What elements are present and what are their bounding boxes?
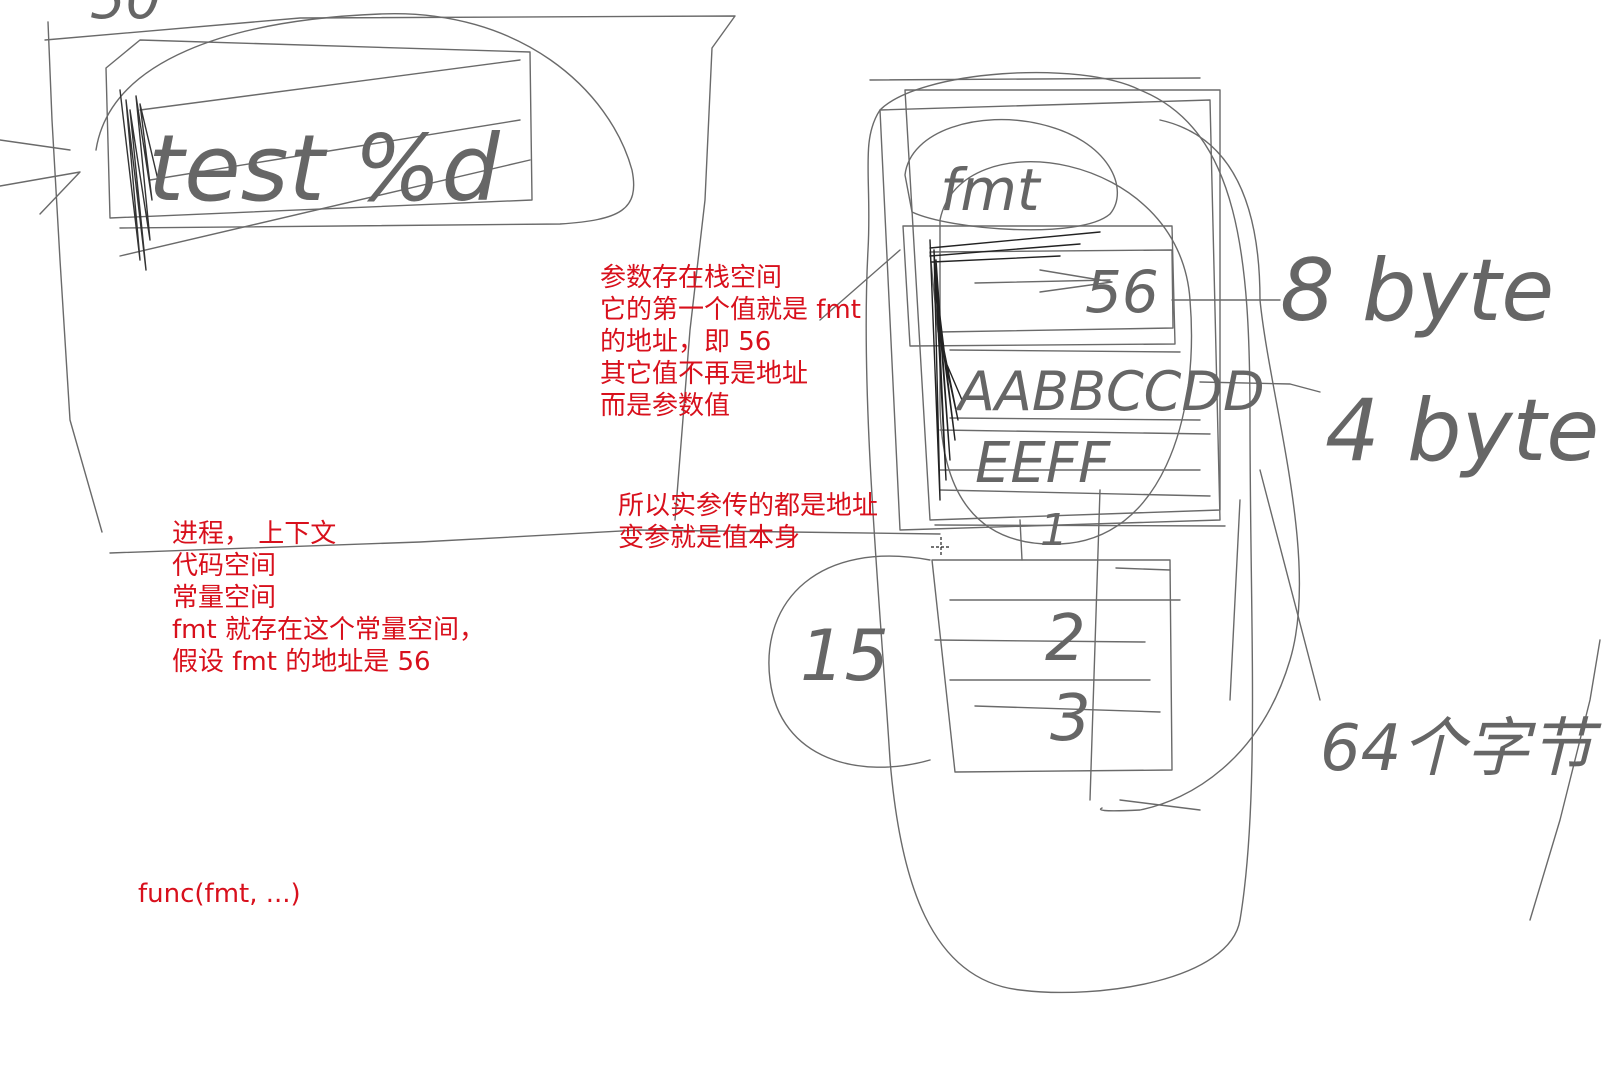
note-line: 参数存在栈空间	[600, 263, 783, 293]
row-line	[1019, 519, 1171, 571]
stack-box	[879, 99, 1221, 531]
note-line: 进程， 上下文	[172, 519, 337, 549]
hand-4byte: 4 byte	[1325, 381, 1599, 481]
note-line: 而是参数值	[600, 391, 731, 421]
note-line: 所以实参传的都是地址	[618, 491, 879, 521]
fmt-oval	[904, 118, 1119, 231]
note-line: 的地址，即 56	[600, 327, 772, 357]
hand-1: 1	[1040, 505, 1068, 556]
note-line: 假设 fmt 的地址是 56	[172, 647, 431, 677]
stack-box-inner	[904, 89, 1221, 521]
hand-56: 56	[1085, 258, 1159, 326]
divider-line	[109, 529, 941, 554]
hand-64: 64个字节	[1320, 712, 1602, 786]
addr-box	[902, 225, 1176, 347]
hand-50: 50	[90, 0, 161, 32]
left-frame-line	[47, 21, 103, 533]
arrow-to-56	[974, 269, 1113, 293]
note-line: fmt 就存在这个常量空间，	[172, 615, 485, 645]
bottom-row	[934, 599, 1181, 713]
note-line: 常量空间	[172, 583, 277, 613]
scribble	[929, 231, 1101, 501]
size-stroke	[1529, 639, 1601, 921]
top-lines	[119, 59, 531, 257]
bottom-box	[931, 559, 1173, 773]
inner-ellipse	[939, 161, 1193, 545]
note-line: 变参就是值本身	[618, 523, 801, 553]
crosshair-cursor-icon	[931, 537, 951, 557]
hand-eeff: EEFF	[975, 431, 1111, 496]
note-stack: 参数存在栈空间 它的第一个值就是 fmt 的地址，即 56 其它值不再是地址 而…	[600, 262, 861, 422]
note-func: func(fmt, ...)	[138, 879, 301, 909]
connector-line	[819, 249, 901, 321]
arrow-stroke	[0, 139, 81, 215]
top-box	[105, 39, 533, 219]
outer-blob	[865, 71, 1254, 994]
scribble-lines	[1089, 469, 1321, 811]
top-ellipse	[95, 13, 635, 229]
right-sweep	[869, 77, 1301, 812]
note-line: 它的第一个值就是 fmt	[600, 295, 861, 325]
note-line: 其它值不再是地址	[600, 359, 809, 389]
hand-2: 2	[1045, 602, 1086, 676]
hand-15: 15	[800, 615, 889, 697]
loop-15	[768, 555, 931, 768]
row-line	[934, 349, 1226, 527]
hand-fmt: fmt	[940, 156, 1042, 224]
hand-3: 3	[1050, 682, 1091, 756]
hand-8byte: 8 byte	[1280, 241, 1554, 341]
left-frame-line	[44, 15, 736, 521]
note-args: 所以实参传的都是地址 变参就是值本身	[618, 490, 878, 554]
hand-aabbccdd: AABBCCDD	[955, 360, 1265, 423]
note-process: 进程， 上下文 代码空间 常量空间 fmt 就存在这个常量空间， 假设 fmt …	[172, 518, 485, 678]
size-line	[1199, 381, 1321, 393]
hand-test: test %d	[148, 115, 500, 222]
note-line: 代码空间	[172, 551, 277, 581]
scribble	[119, 89, 159, 271]
